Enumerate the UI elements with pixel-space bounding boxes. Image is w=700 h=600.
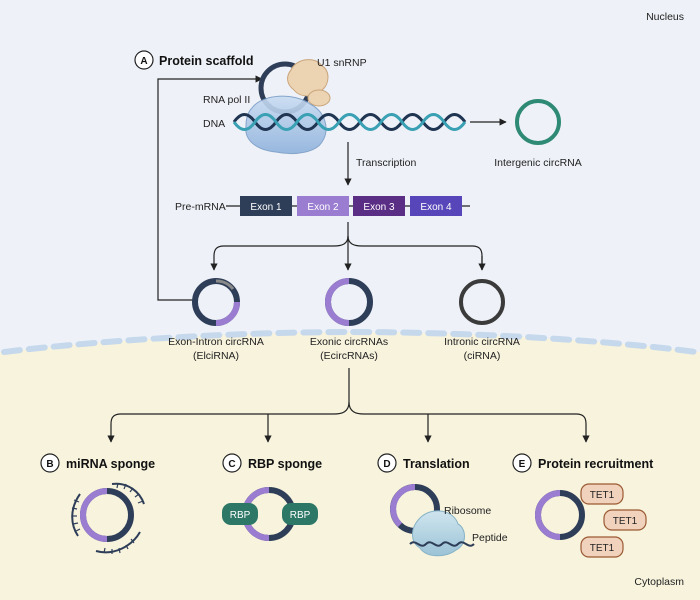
rbp-left-label: RBP: [230, 510, 251, 521]
peptide-label: Peptide: [472, 532, 508, 544]
ecircrna-label-line1: Exonic circRNAs: [310, 336, 388, 348]
badge-a-letter: A: [140, 56, 147, 67]
scaffold-feedback-arrow: [157, 75, 263, 301]
cytoplasm-label: Cytoplasm: [634, 576, 684, 588]
peptide-chain: [409, 541, 475, 547]
badge-c: [222, 453, 242, 473]
arrow-to-eicirna: [210, 222, 349, 271]
eicirna-exon-segment: [215, 301, 240, 326]
tet1-box-1: [580, 483, 624, 505]
translation-exon-segment: [390, 484, 416, 528]
badge-e: [512, 453, 532, 473]
mirna-sponge-figure: [71, 482, 145, 554]
arrow-to-mirna-sponge: [107, 401, 350, 443]
nuclear-membrane: [1, 328, 699, 355]
translation-title: Translation: [403, 457, 470, 471]
exon-3-label: Exon 3: [363, 202, 395, 213]
exon-3-box: [353, 196, 405, 216]
tet1-box-3: [580, 536, 624, 558]
cirna-circle: [459, 279, 505, 325]
tet1-box-2: [603, 509, 647, 531]
rbp-right-label: RBP: [290, 510, 311, 521]
ecircrna-exon-segment: [325, 278, 350, 326]
arrow-to-cirna-line: [347, 235, 483, 270]
ribosome-label: Ribosome: [444, 505, 491, 517]
intergenic-circrna-label: Intergenic circRNA: [494, 157, 582, 169]
exon-2-box: [297, 196, 349, 216]
rbp-sponge-title: RBP sponge: [248, 457, 322, 471]
u1-snrnp-label: U1 snRNP: [317, 57, 367, 69]
cirna-label-line1: Intronic circRNA: [444, 336, 520, 348]
transcription-label: Transcription: [356, 157, 416, 169]
exon-1-label: Exon 1: [250, 202, 282, 213]
badge-b-letter: B: [46, 459, 53, 470]
dna-helix: [232, 113, 467, 131]
tet1-label-3: TET1: [590, 543, 615, 554]
rna-pol-ii-label: RNA pol II: [203, 94, 250, 106]
mirna-sponge-title: miRNA sponge: [66, 457, 155, 471]
eicirna-intron-segment: [215, 279, 235, 291]
pre-mrna-label: Pre-mRNA: [175, 201, 226, 213]
badge-d-letter: D: [383, 459, 390, 470]
rbp-right-box: [282, 503, 318, 525]
u1-snrnp-lobe: [307, 89, 331, 107]
intergenic-circrna: [515, 99, 561, 145]
cytoplasm-background: [0, 332, 700, 600]
exon-1-box: [240, 196, 292, 216]
badge-d: [377, 453, 397, 473]
protein-scaffold-title: Protein scaffold: [159, 54, 253, 68]
tet1-label-2: TET1: [613, 516, 638, 527]
nucleus-label: Nucleus: [646, 11, 684, 23]
badge-c-letter: C: [228, 459, 235, 470]
badge-b: [40, 453, 60, 473]
badge-e-letter: E: [519, 459, 526, 470]
cirna-label-line2: (ciRNA): [464, 350, 501, 362]
exon-2-label: Exon 2: [307, 202, 339, 213]
exon-4-box: [410, 196, 462, 216]
exon-4-label: Exon 4: [420, 202, 452, 213]
rna-pol-ii-shape: [245, 95, 327, 155]
ecircrna-label-line2: (EcircRNAs): [320, 350, 378, 362]
badge-a: [134, 50, 154, 70]
eicirna-label-line2: (ElciRNA): [193, 350, 239, 362]
eicirna-label-line1: Exon-Intron circRNA: [168, 336, 264, 348]
recruitment-exon-segment: [535, 490, 561, 540]
tet1-label-1: TET1: [590, 490, 615, 501]
dna-label: DNA: [203, 118, 225, 130]
arrow-to-protein-recruitment: [348, 401, 590, 443]
rbp-left-box: [222, 503, 258, 525]
protein-recruitment-title: Protein recruitment: [538, 457, 654, 471]
